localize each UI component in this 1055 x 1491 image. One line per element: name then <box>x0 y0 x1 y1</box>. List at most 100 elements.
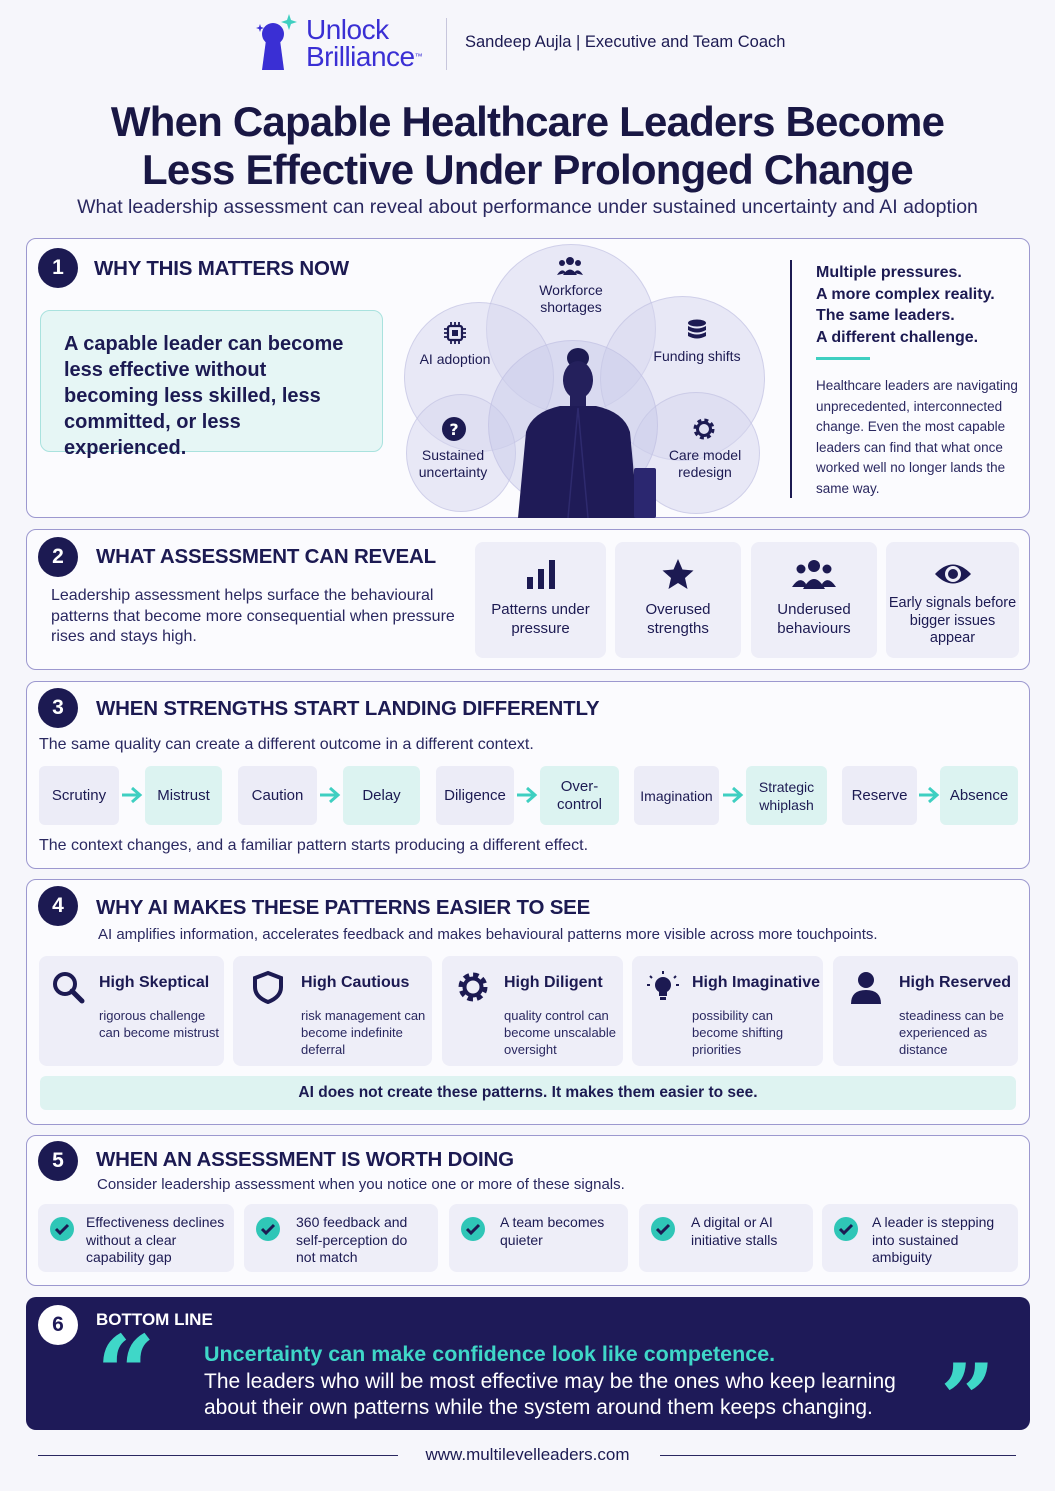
section-3-intro: The same quality can create a different … <box>39 736 534 753</box>
footer-line-left <box>38 1455 398 1456</box>
pattern-card-cautious-title: High Cautious <box>301 974 410 991</box>
pattern-card-cautious-text: risk management can become indefinite de… <box>301 1008 426 1057</box>
footer-url: www.multilevelleaders.com <box>425 1445 630 1464</box>
section-3-heading: WHEN STRENGTHS START LANDING DIFFERENTLY <box>96 697 600 720</box>
reveal-card-signals: Early signals before bigger issues appea… <box>886 542 1019 658</box>
reveal-card-patterns-label: Patterns under pressure <box>491 601 590 637</box>
pressures-heading-line1: Multiple pressures. <box>816 264 962 281</box>
keyhole-logo-icon <box>256 14 297 70</box>
pressures-heading: Multiple pressures. A more complex reali… <box>816 262 995 348</box>
key-quote-box: A capable leader can become less effecti… <box>40 310 383 459</box>
pressures-heading-line4: A different challenge. <box>816 328 979 346</box>
section-1-number: 1 <box>38 248 78 288</box>
strength-chip-scrutiny: Scrutiny <box>39 766 119 825</box>
section-3-number: 3 <box>38 688 78 728</box>
signal-card-360-text: 360 feedback and self-perception do not … <box>296 1214 408 1265</box>
footer-line-right <box>660 1455 1016 1456</box>
eye-icon <box>935 564 971 584</box>
section-4-heading: WHY AI MAKES THESE PATTERNS EASIER TO SE… <box>96 896 591 919</box>
group-icon <box>792 560 836 589</box>
pressures-description: Healthcare leaders are navigating unprec… <box>816 378 1018 496</box>
signal-card-ambiguity: A leader is stepping into sustained ambi… <box>822 1204 1018 1272</box>
magnifier-icon <box>53 972 85 1004</box>
pattern-card-diligent: High Diligent quality control can become… <box>442 956 623 1066</box>
leader-silhouette-icon <box>518 348 656 518</box>
arrow-right-icon <box>919 786 940 804</box>
question-icon: ? <box>442 417 466 441</box>
outcome-chip-delay: Delay <box>343 766 420 825</box>
pattern-card-imaginative-text: possibility can become shifting prioriti… <box>692 1008 784 1057</box>
outcome-chip-mistrust: Mistrust <box>145 766 222 825</box>
pressure-ai-label: AI adoption <box>419 351 491 367</box>
pressure-workforce-label: Workforce shortages <box>539 282 603 315</box>
reveal-card-signals-label: Early signals before bigger issues appea… <box>888 595 1017 646</box>
page-title: When Capable Healthcare Leaders Become L… <box>0 98 1055 194</box>
reveal-card-behaviours-label: Underused behaviours <box>777 601 851 637</box>
check-circle-icon <box>461 1217 485 1241</box>
arrow-right-icon <box>723 786 744 804</box>
ai-statement-bar: AI does not create these patterns. It ma… <box>40 1076 1016 1110</box>
signal-card-team-text: A team becomes quieter <box>500 1214 605 1248</box>
strength-chip-reserve: Reserve <box>842 766 917 825</box>
section-5-intro: Consider leadership assessment when you … <box>97 1176 625 1193</box>
section-2-number: 2 <box>38 537 78 577</box>
bottom-line-panel <box>26 1297 1030 1430</box>
check-circle-icon <box>651 1217 675 1241</box>
lightbulb-icon <box>647 971 679 1000</box>
pattern-card-skeptical-title: High Skeptical <box>99 974 210 991</box>
logo-line2: Brilliance <box>306 41 415 72</box>
bottom-line-text: The leaders who will be most effective m… <box>204 1370 896 1419</box>
check-circle-icon <box>50 1217 74 1241</box>
strength-chip-diligence: Diligence <box>436 766 514 825</box>
check-circle-icon <box>256 1217 280 1241</box>
section-3-outro: The context changes, and a familiar patt… <box>39 837 589 854</box>
section-6-number: 6 <box>38 1305 78 1345</box>
section-1-heading: WHY THIS MATTERS NOW <box>94 257 349 280</box>
shield-icon <box>253 970 283 1004</box>
gear-icon <box>458 972 488 1002</box>
pressure-care-label: Care model redesign <box>668 447 742 480</box>
ai-chip-icon <box>444 322 466 344</box>
svg-text:?: ? <box>449 420 458 439</box>
pressures-heading-line3: The same leaders. <box>816 307 955 324</box>
signal-card-team: A team becomes quieter <box>449 1204 628 1272</box>
bar-chart-icon <box>527 560 555 589</box>
outcome-chip-absence: Absence <box>940 766 1018 825</box>
check-circle-icon <box>834 1217 858 1241</box>
pattern-card-imaginative: High Imaginative possibility can become … <box>632 956 823 1066</box>
reveal-card-strengths-label: Overused strengths <box>645 601 711 637</box>
pattern-card-skeptical-text: rigorous challenge can become mistrust <box>99 1008 219 1040</box>
logo-tm: ™ <box>414 52 423 61</box>
team-icon <box>557 257 583 275</box>
reveal-card-strengths: Overused strengths <box>615 542 741 658</box>
open-quote-mark: “ <box>96 1312 156 1435</box>
coach-name: Sandeep Aujla | Executive and Team Coach <box>465 33 786 51</box>
bottom-line-highlight: Uncertainty can make confidence look lik… <box>204 1342 776 1366</box>
arrow-right-icon <box>320 786 341 804</box>
section-4-intro: AI amplifies information, accelerates fe… <box>98 926 878 943</box>
pattern-card-skeptical: High Skeptical rigorous challenge can be… <box>39 956 224 1066</box>
bottom-line-heading: BOTTOM LINE <box>96 1310 213 1329</box>
pattern-card-imaginative-title: High Imaginative <box>692 974 821 991</box>
pattern-card-diligent-title: High Diligent <box>504 974 603 991</box>
header-divider <box>446 18 447 70</box>
teal-accent-line <box>816 357 870 360</box>
pattern-card-reserved: High Reserved steadiness can be experien… <box>833 956 1018 1066</box>
section-2-heading: WHAT ASSESSMENT CAN REVEAL <box>96 545 436 568</box>
pattern-card-reserved-title: High Reserved <box>899 974 1012 991</box>
logo-line1: Unlock <box>306 14 389 45</box>
outcome-chip-strategic-whiplash-text: Strategic whiplash <box>758 778 815 813</box>
section-1-right-divider <box>790 260 792 498</box>
signal-card-ambiguity-text: A leader is stepping into sustained ambi… <box>872 1214 995 1265</box>
arrow-right-icon <box>122 786 143 804</box>
pressure-uncertainty-label: Sustained uncertainty <box>418 447 488 480</box>
section-5-heading: WHEN AN ASSESSMENT IS WORTH DOING <box>96 1148 514 1171</box>
database-icon <box>688 319 706 339</box>
section-5-number: 5 <box>38 1141 78 1181</box>
signal-card-digital-text: A digital or AI initiative stalls <box>691 1214 778 1248</box>
outcome-chip-over-control-text: Over-control <box>556 777 603 813</box>
pattern-card-diligent-text: quality control can become unscalable ov… <box>504 1008 617 1057</box>
section-4-number: 4 <box>38 886 78 926</box>
pressure-funding-label: Funding shifts <box>653 348 741 364</box>
outcome-chip-strategic-whiplash: Strategic whiplash <box>746 766 827 825</box>
